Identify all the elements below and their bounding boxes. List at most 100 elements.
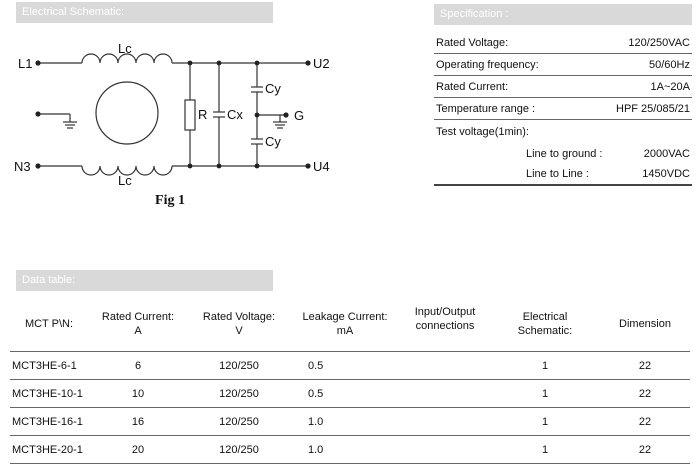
cell-voltage: 120/250	[188, 379, 290, 408]
spec-value: HPF 25/085/21	[616, 103, 690, 115]
col-header-leakage-unit: mA	[336, 325, 354, 337]
cell-schematic: 1	[490, 379, 600, 408]
data-table-header-row: MCT P\N: Rated Current: A Rated Voltage:…	[10, 297, 690, 352]
cell-schematic: 1	[490, 435, 600, 464]
cell-dimension: 22	[600, 407, 690, 436]
spec-row-rated-voltage: Rated Voltage: 120/250VAC	[434, 32, 692, 54]
table-row: MCT3HE-10-1 10 120/250 0.5 1 22	[10, 379, 690, 408]
junction-dot	[254, 60, 260, 66]
cell-current: 20	[88, 435, 188, 464]
label-u2: U2	[313, 56, 330, 71]
cell-leakage: 0.5	[290, 351, 400, 380]
bottom-inductor-coil	[81, 165, 173, 176]
col-header-pn: MCT P\N:	[10, 297, 88, 352]
cell-dimension: 22	[600, 435, 690, 464]
cell-leakage: 0.5	[290, 379, 400, 408]
u4-terminal-dot	[305, 163, 311, 169]
spec-value: 1450VDC	[642, 168, 690, 180]
cell-dimension: 22	[600, 379, 690, 408]
col-header-io-text-1: Input/Output	[414, 306, 476, 318]
spec-label: Line to Line :	[526, 168, 589, 180]
spec-row-rated-current: Rated Current: 1A~20A	[434, 76, 692, 98]
specification-table: Rated Voltage: 120/250VAC Operating freq…	[434, 32, 692, 186]
left-ground-terminal-dot	[35, 111, 41, 117]
choke-core-circle	[95, 81, 159, 145]
spec-row-test-voltage: Test voltage(1min):	[434, 120, 692, 142]
cell-io	[400, 407, 490, 436]
label-cy-top: Cy	[265, 81, 281, 96]
col-header-io: Input/Output connections	[400, 297, 490, 352]
cell-dimension: 22	[600, 351, 690, 380]
label-r: R	[198, 107, 207, 122]
cell-pn: MCT3HE-10-1	[10, 379, 88, 408]
col-header-voltage-unit: V	[235, 325, 243, 337]
label-g: G	[294, 108, 304, 123]
n3-terminal-dot	[35, 163, 41, 169]
cell-current: 16	[88, 407, 188, 436]
col-header-voltage-text: Rated Voltage:	[202, 311, 276, 323]
cell-voltage: 120/250	[188, 435, 290, 464]
table-row: MCT3HE-6-1 6 120/250 0.5 1 22	[10, 351, 690, 380]
junction-dot	[216, 60, 222, 66]
col-header-current-text: Rated Current:	[101, 311, 175, 323]
specification-section-header: Specification :	[434, 4, 692, 25]
label-cx: Cx	[227, 107, 243, 122]
u2-terminal-dot	[305, 60, 311, 66]
col-header-leakage: Leakage Current: mA	[290, 297, 400, 352]
cell-io	[400, 379, 490, 408]
spec-row-temperature-range: Temperature range : HPF 25/085/21	[434, 98, 692, 120]
spec-label: Rated Current:	[436, 81, 509, 93]
spec-value: 50/60Hz	[649, 59, 690, 71]
spec-row-operating-frequency: Operating frequency: 50/60Hz	[434, 54, 692, 76]
col-header-dimension: Dimension	[600, 297, 690, 352]
cell-pn: MCT3HE-20-1	[10, 435, 88, 464]
electrical-schematic-diagram: L1 N3 U2 U4 G Lc Lc R Cx Cy Cy	[14, 41, 330, 188]
data-table-section-header: Data table:	[16, 270, 273, 291]
cell-io	[400, 435, 490, 464]
cell-current: 10	[88, 379, 188, 408]
label-n3: N3	[14, 159, 31, 174]
cell-voltage: 120/250	[188, 407, 290, 436]
cell-schematic: 1	[490, 407, 600, 436]
g-terminal-dot	[283, 112, 289, 118]
junction-dot	[254, 163, 260, 169]
col-header-current: Rated Current: A	[88, 297, 188, 352]
cell-pn: MCT3HE-16-1	[10, 407, 88, 436]
label-l1: L1	[18, 56, 32, 71]
junction-dot	[216, 163, 222, 169]
cell-current: 6	[88, 351, 188, 380]
spec-label: Test voltage(1min):	[436, 126, 529, 138]
cell-leakage: 1.0	[290, 407, 400, 436]
col-header-schematic: Electrical Schematic:	[490, 297, 600, 352]
junction-dot	[254, 112, 260, 118]
spec-row-line-to-line: Line to Line : 1450VDC	[434, 164, 692, 186]
label-lc-bottom: Lc	[118, 173, 132, 188]
junction-dot	[187, 163, 193, 169]
cell-schematic: 1	[490, 351, 600, 380]
cell-leakage: 1.0	[290, 435, 400, 464]
resistor-body	[184, 99, 196, 131]
col-header-current-unit: A	[134, 325, 142, 337]
spec-label: Line to ground :	[526, 148, 603, 160]
label-lc-top: Lc	[118, 41, 132, 56]
label-cy-bottom: Cy	[265, 134, 281, 149]
spec-label: Rated Voltage:	[436, 37, 509, 49]
spec-row-line-to-ground: Line to ground : 2000VAC	[434, 142, 692, 164]
col-header-io-text-2: connections	[415, 320, 475, 332]
spec-value: 2000VAC	[643, 148, 690, 160]
col-header-leakage-text: Leakage Current:	[302, 311, 388, 323]
data-table: MCT P\N: Rated Current: A Rated Voltage:…	[10, 297, 690, 464]
spec-value: 1A~20A	[650, 81, 690, 93]
l1-terminal-dot	[35, 60, 41, 66]
cell-voltage: 120/250	[188, 351, 290, 380]
label-u4: U4	[313, 159, 330, 174]
table-row: MCT3HE-20-1 20 120/250 1.0 1 22	[10, 435, 690, 464]
spec-value: 120/250VAC	[628, 37, 690, 49]
junction-dot	[187, 60, 193, 66]
table-row: MCT3HE-16-1 16 120/250 1.0 1 22	[10, 407, 690, 436]
spec-label: Operating frequency:	[436, 59, 539, 71]
col-header-schematic-text-2: Schematic:	[517, 325, 573, 337]
col-header-schematic-text-1: Electrical	[522, 311, 568, 323]
top-inductor-coil	[81, 53, 173, 64]
cell-io	[400, 351, 490, 380]
